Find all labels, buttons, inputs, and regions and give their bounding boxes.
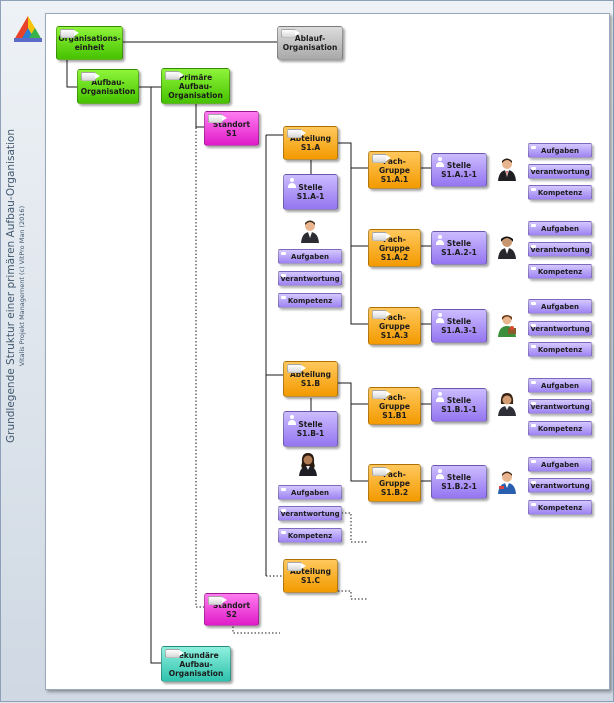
tag-kompetenz[interactable]: Kompetenz <box>278 293 342 308</box>
process-arrow-icon <box>372 310 391 319</box>
node-ablauf-organisation[interactable]: Ablauf- Organisation <box>277 26 343 60</box>
tag-verantwortung[interactable]: Verantwortung <box>528 321 592 336</box>
node-fachgruppe-s1b1[interactable]: Fach- Gruppe S1.B1 <box>368 387 421 425</box>
node-stelle-s1a3-1[interactable]: Stelle S1.A.3-1 <box>431 309 487 343</box>
node-standort-s2[interactable]: Standort S2 <box>204 593 259 626</box>
node-sekundaere-aufbau-organisation[interactable]: Sekundäre Aufbau- Organisation <box>161 646 231 682</box>
node-fachgruppe-s1a1[interactable]: Fach- Gruppe S1.A.1 <box>368 151 421 189</box>
node-abteilung-s1c[interactable]: Abteilung S1.C <box>283 559 338 593</box>
node-stelle-s1b1-1[interactable]: Stelle S1.B.1-1 <box>431 388 487 422</box>
tag-aufgaben[interactable]: Aufgaben <box>528 378 592 393</box>
color-triangle-logo-icon <box>12 12 44 44</box>
node-abteilung-s1b[interactable]: Abteilung S1.B <box>283 361 338 397</box>
tag-aufgaben[interactable]: Aufgaben <box>528 221 592 236</box>
node-stelle-s1a-1[interactable]: Stelle S1.A-1 <box>283 174 338 210</box>
process-arrow-icon <box>208 114 227 123</box>
tag-aufgaben[interactable]: Aufgaben <box>278 485 342 500</box>
tag-kompetenz[interactable]: Kompetenz <box>528 264 592 279</box>
process-arrow-icon <box>372 467 391 476</box>
process-arrow-icon <box>81 72 100 81</box>
tag-kompetenz[interactable]: Kompetenz <box>278 528 342 543</box>
person-icon <box>288 178 296 188</box>
tag-verantwortung[interactable]: Verantwortung <box>278 271 342 286</box>
person-icon <box>436 313 444 323</box>
process-arrow-icon <box>165 649 184 658</box>
tag-verantwortung[interactable]: Verantwortung <box>528 399 592 414</box>
node-stelle-s1b2-1[interactable]: Stelle S1.B.2-1 <box>431 465 487 499</box>
node-primaere-aufbau-organisation[interactable]: Primäre Aufbau- Organisation <box>161 68 230 104</box>
node-organisationseinheit[interactable]: Organisations- einheit <box>56 26 123 60</box>
staff-avatar-icon <box>299 453 317 476</box>
node-fachgruppe-s1a2[interactable]: Fach- Gruppe S1.A.2 <box>368 229 421 267</box>
node-fachgruppe-s1b2[interactable]: Fach- Gruppe S1.B.2 <box>368 464 421 502</box>
staff-avatar-icon <box>498 158 516 181</box>
process-arrow-icon <box>287 364 306 373</box>
tag-kompetenz[interactable]: Kompetenz <box>528 342 592 357</box>
node-abteilung-s1a[interactable]: Abteilung S1.A <box>283 126 338 160</box>
person-icon <box>436 235 444 245</box>
process-arrow-icon <box>287 129 306 138</box>
tag-verantwortung[interactable]: Verantwortung <box>528 164 592 179</box>
tag-aufgaben[interactable]: Aufgaben <box>278 249 342 264</box>
staff-avatar-icon <box>498 236 516 259</box>
node-standort-s1[interactable]: Standort S1 <box>204 111 259 146</box>
tag-aufgaben[interactable]: Aufgaben <box>528 143 592 158</box>
tag-verantwortung[interactable]: Verantwortung <box>278 506 342 521</box>
process-arrow-icon <box>287 562 306 571</box>
staff-avatar-icon <box>498 393 516 416</box>
staff-avatar-icon <box>498 315 516 337</box>
person-icon <box>436 157 444 167</box>
tag-aufgaben[interactable]: Aufgaben <box>528 299 592 314</box>
node-stelle-s1b-1[interactable]: Stelle S1.B-1 <box>283 411 338 447</box>
tag-verantwortung[interactable]: Verantwortung <box>528 242 592 257</box>
node-fachgruppe-s1a3[interactable]: Fach- Gruppe S1.A.3 <box>368 307 421 345</box>
process-arrow-icon <box>208 596 227 605</box>
staff-avatar-icon <box>301 220 319 243</box>
staff-avatar-icon <box>498 471 516 494</box>
node-stelle-s1a2-1[interactable]: Stelle S1.A.2-1 <box>431 231 487 265</box>
tag-kompetenz[interactable]: Kompetenz <box>528 421 592 436</box>
tag-kompetenz[interactable]: Kompetenz <box>528 500 592 515</box>
tag-kompetenz[interactable]: Kompetenz <box>528 185 592 200</box>
person-icon <box>436 392 444 402</box>
tag-aufgaben[interactable]: Aufgaben <box>528 457 592 472</box>
person-icon <box>436 469 444 479</box>
process-arrow-icon <box>372 390 391 399</box>
person-icon <box>288 415 296 425</box>
process-arrow-icon <box>372 232 391 241</box>
node-aufbau-organisation[interactable]: Aufbau- Organisation <box>77 69 139 104</box>
node-stelle-s1a1-1[interactable]: Stelle S1.A.1-1 <box>431 153 487 187</box>
process-arrow-icon <box>60 29 79 38</box>
process-arrow-icon <box>372 154 391 163</box>
tag-verantwortung[interactable]: Verantwortung <box>528 478 592 493</box>
process-arrow-icon <box>281 29 300 38</box>
process-arrow-icon <box>165 71 184 80</box>
